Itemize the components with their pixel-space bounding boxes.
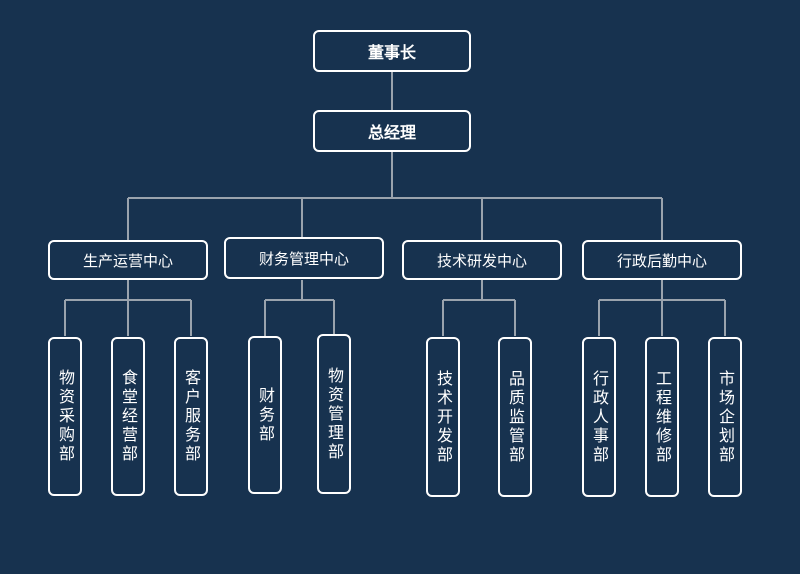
- node-dept-finance: 财务部: [248, 336, 282, 494]
- node-dept-marketing: 市场企划部: [708, 337, 742, 497]
- node-dept-hr: 行政人事部: [582, 337, 616, 497]
- node-dept-maintenance: 工程维修部: [645, 337, 679, 497]
- node-center-tech: 技术研发中心: [402, 240, 562, 280]
- node-chairman: 董事长: [313, 30, 471, 72]
- node-center-production: 生产运营中心: [48, 240, 208, 280]
- node-dept-customer-service: 客户服务部: [174, 337, 208, 496]
- node-center-finance: 财务管理中心: [224, 237, 384, 279]
- node-dept-tech-dev: 技术开发部: [426, 337, 460, 497]
- node-center-admin: 行政后勤中心: [582, 240, 742, 280]
- node-dept-canteen: 食堂经营部: [111, 337, 145, 496]
- node-dept-materials: 物资管理部: [317, 334, 351, 494]
- node-dept-purchasing: 物资采购部: [48, 337, 82, 496]
- node-general-manager: 总经理: [313, 110, 471, 152]
- node-dept-quality: 品质监管部: [498, 337, 532, 497]
